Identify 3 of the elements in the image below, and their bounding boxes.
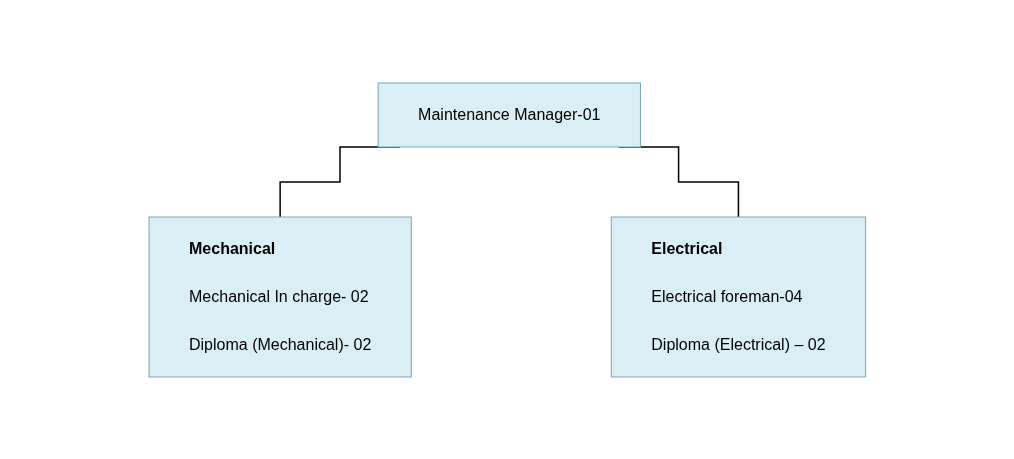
node-box: Mechanical Mechanical In charge- 02 Diploma (Mechanical)- 02 [148,216,412,377]
node-box: Electrical Electrical foreman-04 Diploma (Electrical) – 02 [610,216,866,377]
node-box: Maintenance Manager-01 [377,82,641,147]
